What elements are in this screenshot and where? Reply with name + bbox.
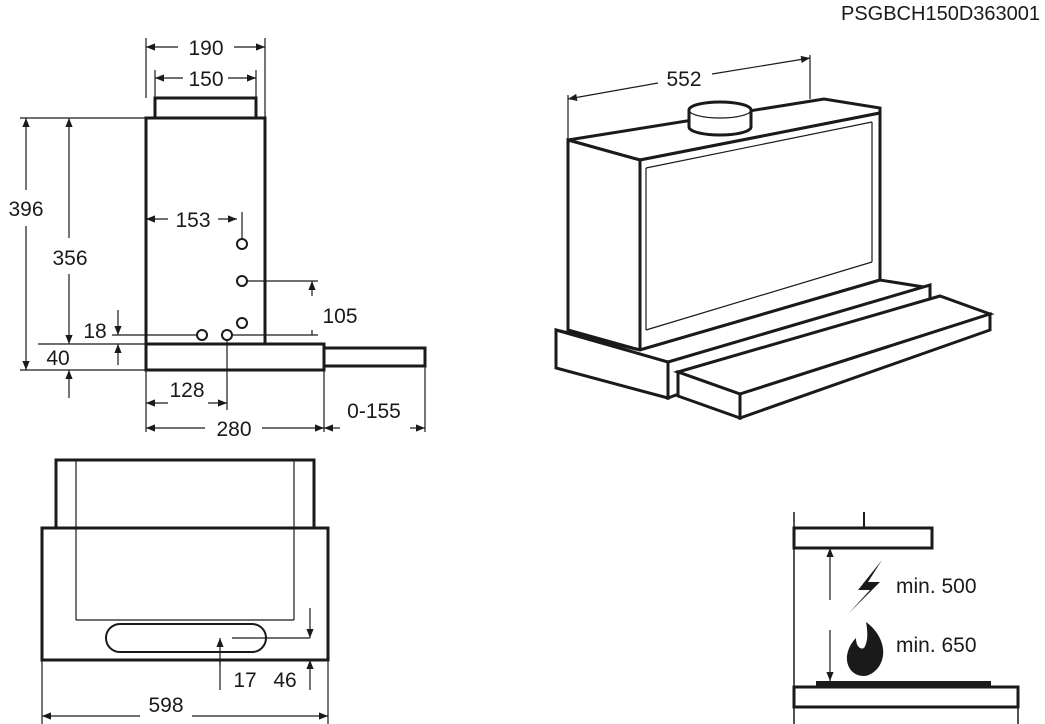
front-view: 17 46 598 xyxy=(40,458,330,724)
flame-icon xyxy=(846,622,884,676)
dim-190: 190 xyxy=(188,37,223,60)
dim-598: 598 xyxy=(148,694,183,717)
dim-150: 150 xyxy=(188,68,223,91)
clearance-diagram: min. 500 min. 650 xyxy=(792,512,1020,724)
dim-46: 46 xyxy=(273,669,296,692)
dim-396: 396 xyxy=(8,198,43,221)
dim-153: 153 xyxy=(175,209,210,232)
dim-0-155: 0-155 xyxy=(347,400,401,423)
mount-hole xyxy=(236,275,248,287)
mount-hole xyxy=(236,238,248,250)
iso-view: 552 xyxy=(554,55,995,421)
dim-40: 40 xyxy=(46,347,69,370)
lightning-icon xyxy=(848,560,882,614)
clearance-gas: min. 650 xyxy=(896,634,977,657)
dim-280: 280 xyxy=(216,418,251,441)
model-code: PSGBCH150D363001 xyxy=(841,3,1040,25)
dim-17: 17 xyxy=(233,669,256,692)
clearance-electric: min. 500 xyxy=(896,575,977,598)
side-view: 190 150 396 356 153 105 18 xyxy=(8,37,427,441)
mount-hole xyxy=(221,329,233,341)
mount-hole xyxy=(196,329,208,341)
dim-552: 552 xyxy=(666,68,701,91)
dim-356: 356 xyxy=(52,247,87,270)
dim-18: 18 xyxy=(83,320,106,343)
mount-hole xyxy=(236,317,248,329)
dim-105: 105 xyxy=(322,305,357,328)
dim-128: 128 xyxy=(169,379,204,402)
